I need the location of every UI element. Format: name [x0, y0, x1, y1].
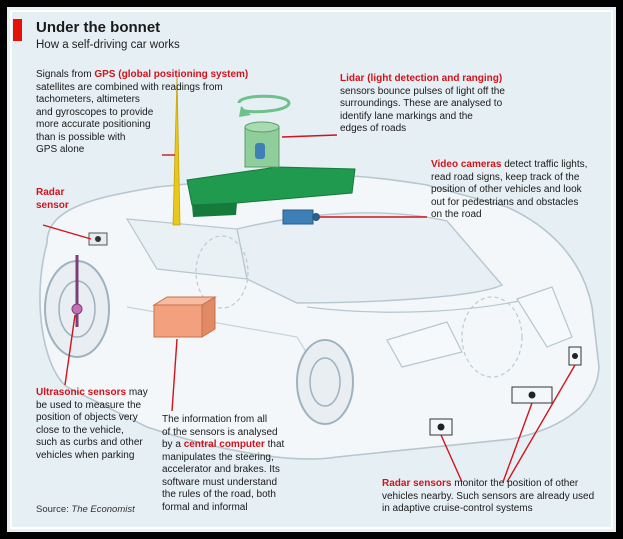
ultrasonic-label: Ultrasonic sensors	[36, 387, 127, 398]
video-first-line: detect traffic lights,	[501, 159, 588, 170]
leader-radar-side	[42, 224, 92, 240]
lidar-line: identify lane markings and the	[340, 110, 473, 122]
radar-side-line: Radar	[36, 187, 65, 198]
video-line: read road signs, keep track of the	[431, 171, 580, 183]
computer-line: software must understand	[162, 476, 278, 488]
ultrasonic-line: position of objects very	[36, 412, 138, 423]
video-line: on the road	[431, 209, 482, 220]
radar-front-annotation: Radar sensors monitor the position of ot…	[382, 478, 612, 516]
brand-red-mark	[13, 19, 22, 41]
gps-line: tachometers, altimeters	[36, 94, 140, 105]
computer-line: manipulates the steering,	[162, 451, 274, 463]
page-title: Under the bonnet	[36, 19, 161, 36]
front-wheel	[296, 339, 354, 425]
page-subtitle: How a self-driving car works	[36, 39, 180, 51]
front-wheel-ghost	[461, 296, 523, 378]
video-line: out for pedestrians and obstacles	[431, 196, 579, 208]
radar-side-annotation: Radar sensor	[36, 187, 96, 212]
computer-line: of the sensors is analysed	[162, 426, 278, 438]
radar-front-first-line: monitor the position of other	[451, 478, 579, 489]
video-annotation: Video cameras detect traffic lights, rea…	[431, 159, 611, 222]
ultrasonic-annotation: Ultrasonic sensors may be used to measur…	[36, 387, 176, 462]
lidar-rotation-arrow	[237, 94, 291, 114]
gps-line: GPS alone	[36, 144, 85, 155]
radar-front-label: Radar sensors	[382, 478, 452, 489]
lidar-line: surroundings. These are analysed to	[340, 98, 503, 109]
ultrasonic-line: close to the vehicle,	[36, 424, 124, 436]
headlight-right	[516, 286, 573, 348]
computer-line: the rules of the road, both	[162, 489, 276, 500]
video-line: position of other vehicles and look	[431, 184, 582, 195]
computer-label: central computer	[183, 439, 265, 450]
gps-line: and gyroscopes to provide	[36, 106, 154, 118]
ultrasonic-line: such as curbs and other	[36, 437, 143, 448]
gps-antenna	[172, 76, 181, 226]
computer-line: The information from all	[162, 414, 268, 425]
leader-computer	[171, 338, 178, 412]
infographic-panel: Under the bonnet How a self-driving car …	[7, 7, 616, 532]
computer-after: that	[264, 439, 285, 450]
leader-radar-front-3	[506, 364, 576, 483]
gps-lead-text: Signals from	[36, 69, 95, 80]
leader-ultrasonic	[64, 314, 76, 386]
lidar-line: sensors bounce pulses of light off the	[340, 85, 505, 97]
gps-label: GPS (global positioning system)	[94, 69, 249, 80]
source-credit: Source: The Economist	[36, 504, 135, 515]
computer-by: by a	[162, 439, 184, 450]
computer-line: accelerator and brakes. Its	[162, 464, 280, 475]
source-name: The Economist	[71, 504, 135, 515]
central-computer	[153, 304, 203, 338]
video-label: Video cameras	[431, 159, 502, 170]
hood-line	[306, 296, 538, 313]
radar-front-line: in adaptive cruise-control systems	[382, 503, 533, 514]
computer-line: formal and informal	[162, 501, 248, 513]
leader-radar-front-2	[502, 402, 533, 483]
headlight-left	[386, 321, 463, 368]
leader-lidar	[281, 134, 338, 138]
ultrasonic-line: be used to measure the	[36, 399, 142, 411]
gps-line: more accurate positioning	[36, 119, 151, 130]
gps-annotation: Signals from GPS (global positioning sys…	[36, 69, 286, 157]
radar-front-line: vehicles nearby. Such sensors are alread…	[382, 490, 595, 502]
car-illustration	[39, 76, 600, 483]
gps-line: satellites are combined with readings fr…	[36, 81, 223, 93]
rear-wheel-ghost	[195, 235, 249, 309]
ultrasonic-first-line: may	[126, 387, 148, 398]
computer-annotation: The information from all of the sensors …	[162, 414, 342, 514]
ultrasonic-line: vehicles when parking	[36, 449, 135, 461]
lidar-label: Lidar (light detection and ranging)	[340, 73, 503, 84]
radar-side-line: sensor	[36, 199, 69, 211]
source-label: Source:	[36, 504, 72, 515]
lidar-annotation: Lidar (light detection and ranging) sens…	[340, 73, 540, 136]
lidar-line: edges of roads	[340, 123, 407, 134]
leader-radar-front-1	[440, 434, 463, 483]
gps-line: than is possible with	[36, 131, 126, 143]
ultrasonic-sensor	[71, 303, 83, 315]
video-camera	[282, 209, 314, 225]
